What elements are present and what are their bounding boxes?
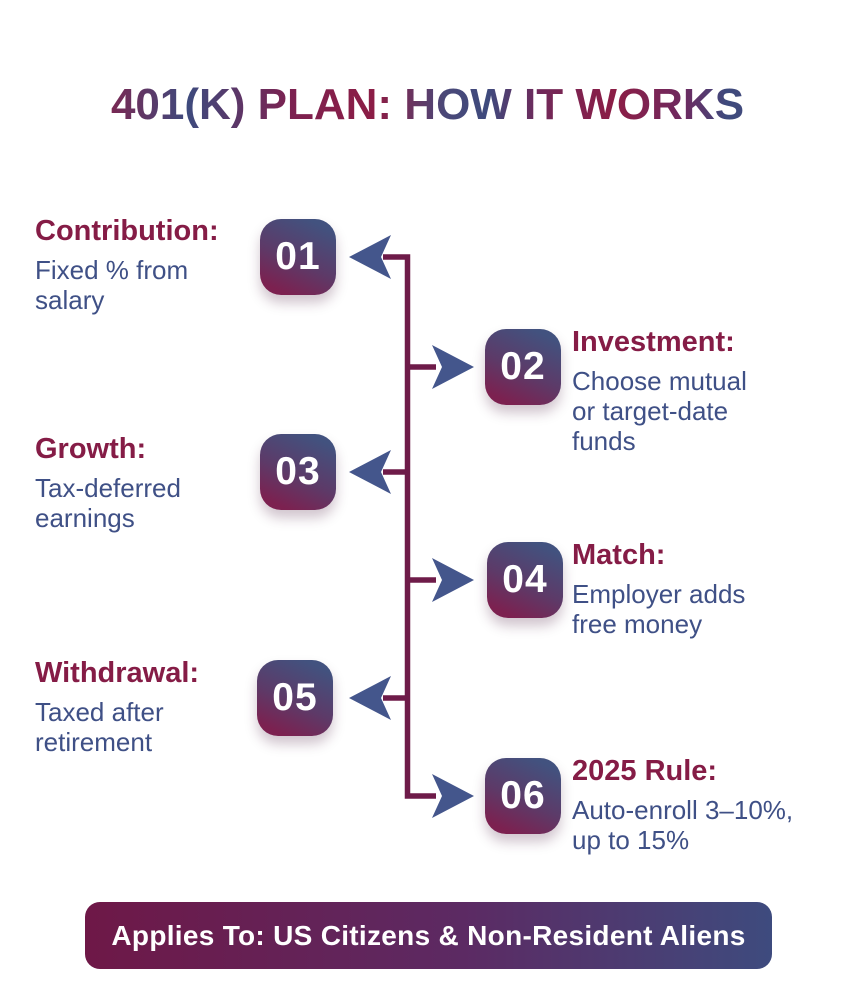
step-number-06: 06 [500,774,546,817]
arrow-right-icon-step-02 [432,345,474,389]
step-contribution: Contribution: Fixed % from salary [35,215,265,316]
step-desc-2025-rule: Auto-enroll 3–10%, up to 15% [572,794,794,856]
step-number-badge-01: 01 [260,219,336,295]
step-number-badge-05: 05 [257,660,333,736]
step-number-badge-03: 03 [260,434,336,510]
step-withdrawal: Withdrawal: Taxed after retirement [35,657,265,758]
arrow-left-icon-step-01 [349,235,391,279]
step-heading-2025-rule: 2025 Rule: [572,755,718,787]
arrow-left-icon-step-05 [349,676,391,720]
step-heading-match: Match: [572,539,666,571]
step-growth: Growth: Tax-deferred earnings [35,433,265,534]
step-number-04: 04 [502,558,548,601]
step-heading-growth: Growth: [35,433,147,465]
step-heading-contribution: Contribution: [35,215,219,247]
arrow-right-icon-step-04 [432,558,474,602]
connector-spine-line [383,254,436,799]
step-number-badge-02: 02 [485,329,561,405]
step-number-05: 05 [272,676,318,719]
step-number-badge-04: 04 [487,542,563,618]
step-heading-investment: Investment: [572,326,735,358]
applies-to-banner-label: Applies To: US Citizens & Non-Resident A… [111,919,746,951]
step-match: Match: Employer adds free money [572,539,822,640]
arrow-left-icon-step-03 [349,450,391,494]
applies-to-banner: Applies To: US Citizens & Non-Resident A… [85,902,772,969]
step-investment: Investment: Choose mutual or target-date… [572,326,822,457]
step-desc-growth: Tax-deferred earnings [35,472,181,534]
step-2025-rule: 2025 Rule: Auto-enroll 3–10%, up to 15% [572,755,852,856]
step-desc-withdrawal: Taxed after retirement [35,696,164,758]
page-title: 401(K) PLAN: HOW IT WORKS [0,80,855,130]
step-number-badge-06: 06 [485,758,561,834]
step-number-02: 02 [500,345,546,388]
step-number-03: 03 [275,450,321,493]
arrow-right-icon-step-06 [432,774,474,818]
step-desc-investment: Choose mutual or target-date funds [572,365,747,457]
step-number-01: 01 [275,235,321,278]
step-desc-match: Employer adds free money [572,578,746,640]
step-desc-contribution: Fixed % from salary [35,254,189,316]
step-heading-withdrawal: Withdrawal: [35,657,200,689]
